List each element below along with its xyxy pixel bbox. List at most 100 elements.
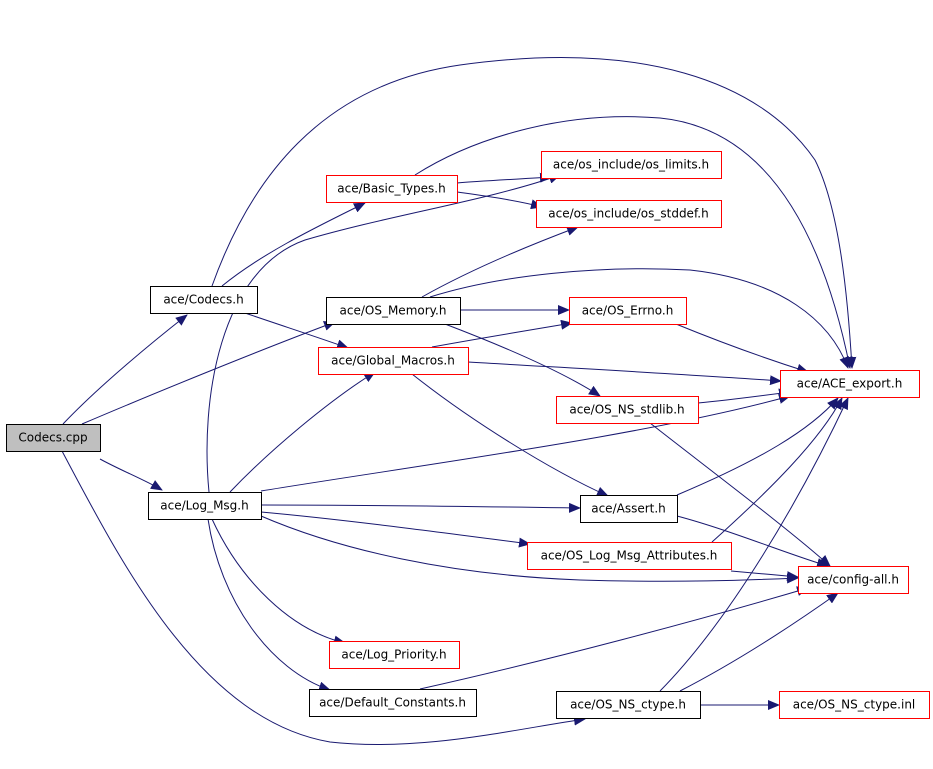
node-box bbox=[329, 641, 460, 669]
node-global-macros-h[interactable]: ace/Global_Macros.h bbox=[318, 347, 469, 375]
edge-codecs-h-to-global-macros-h bbox=[244, 312, 349, 350]
node-label: ace/os_include/os_stddef.h bbox=[548, 207, 708, 221]
edge-line bbox=[61, 450, 586, 746]
node-layer: Codecs.cpp ace/Codecs.h ace/Log_Msg.h ace/B… bbox=[6, 151, 930, 719]
edge-basic-types-h-to-ace-export-h bbox=[414, 116, 853, 369]
edge-codecs-cpp-to-os-memory-h bbox=[81, 321, 336, 425]
node-label: ace/Default_Constants.h bbox=[319, 696, 466, 710]
edge-assert-h-to-ace-export-h bbox=[676, 397, 839, 496]
node-codecs-h[interactable]: ace/Codecs.h bbox=[150, 286, 258, 314]
node-box bbox=[326, 175, 458, 203]
node-assert-h[interactable]: ace/Assert.h bbox=[580, 495, 678, 523]
node-label: ace/OS_Errno.h bbox=[582, 304, 674, 318]
node-label: ace/OS_NS_stdlib.h bbox=[569, 403, 684, 417]
edge-line bbox=[429, 268, 849, 369]
edge-line bbox=[431, 319, 573, 348]
node-label: ace/OS_Memory.h bbox=[340, 304, 447, 318]
edge-line bbox=[419, 586, 809, 690]
node-box bbox=[527, 542, 732, 570]
edge-line bbox=[675, 323, 809, 374]
edge-os-log-msg-attr-h-to-ace-export-h bbox=[711, 397, 843, 543]
node-label: ace/Codecs.h bbox=[163, 293, 243, 307]
edge-codecs-cpp-to-os-ns-ctype-h bbox=[61, 450, 586, 746]
edge-line bbox=[730, 570, 799, 582]
node-box bbox=[326, 297, 461, 325]
edge-line bbox=[211, 57, 857, 369]
edge-line bbox=[221, 202, 366, 287]
node-label: ace/os_include/os_limits.h bbox=[553, 158, 709, 172]
edge-codecs-h-to-ace-export-h bbox=[211, 57, 857, 369]
node-label: ace/ACE_export.h bbox=[797, 377, 903, 391]
node-box bbox=[580, 495, 678, 523]
edge-line bbox=[444, 323, 601, 397]
edge-os-log-msg-attr-h-to-config-all-h bbox=[730, 570, 799, 582]
node-os-errno-h[interactable]: ace/OS_Errno.h bbox=[569, 297, 687, 325]
node-box bbox=[536, 200, 722, 228]
node-label: ace/Assert.h bbox=[591, 502, 666, 516]
edge-line bbox=[649, 422, 831, 567]
node-box bbox=[541, 151, 722, 179]
node-log-priority-h[interactable]: ace/Log_Priority.h bbox=[329, 641, 460, 669]
edge-log-msg-h-to-config-all-h bbox=[260, 515, 799, 584]
node-os-log-msg-attr-h[interactable]: ace/OS_Log_Msg_Attributes.h bbox=[527, 542, 732, 570]
node-os-ns-ctype-inl[interactable]: ace/OS_NS_ctype.inl bbox=[779, 691, 930, 719]
node-box bbox=[798, 566, 909, 594]
edge-log-msg-h-to-os-limits-h bbox=[206, 173, 561, 493]
node-log-msg-h[interactable]: ace/Log_Msg.h bbox=[148, 492, 262, 520]
node-label: Codecs.cpp bbox=[18, 431, 87, 445]
edge-line bbox=[260, 394, 791, 492]
edge-codecs-cpp-to-codecs-h bbox=[62, 314, 188, 425]
node-label: ace/config-all.h bbox=[807, 573, 899, 587]
edge-os-ns-stdlib-h-to-ace-export-h bbox=[697, 388, 791, 404]
node-ace-export-h[interactable]: ace/ACE_export.h bbox=[780, 370, 920, 398]
node-basic-types-h[interactable]: ace/Basic_Types.h bbox=[326, 175, 458, 203]
edge-os-memory-h-to-os-ns-stdlib-h bbox=[444, 323, 601, 397]
node-box bbox=[780, 370, 920, 398]
node-default-constants-h[interactable]: ace/Default_Constants.h bbox=[309, 689, 477, 717]
node-label: ace/OS_Log_Msg_Attributes.h bbox=[541, 549, 718, 563]
edge-line bbox=[99, 458, 163, 491]
edge-codecs-cpp-to-log-msg-h bbox=[99, 458, 163, 491]
edge-global-macros-h-to-ace-export-h bbox=[467, 361, 782, 386]
edge-line bbox=[81, 321, 336, 425]
edge-line bbox=[659, 397, 849, 692]
edge-os-ns-stdlib-h-to-config-all-h bbox=[649, 422, 831, 567]
edge-line bbox=[676, 397, 839, 496]
node-box bbox=[779, 691, 930, 719]
edge-line bbox=[229, 371, 376, 493]
edge-line bbox=[207, 518, 331, 692]
node-os-ns-ctype-h[interactable]: ace/OS_NS_ctype.h bbox=[556, 691, 701, 719]
edge-line bbox=[260, 511, 531, 548]
edge-os-errno-h-to-ace-export-h bbox=[675, 323, 809, 374]
node-os-stddef-h[interactable]: ace/os_include/os_stddef.h bbox=[536, 200, 722, 228]
edge-line bbox=[62, 314, 188, 425]
node-label: ace/Log_Msg.h bbox=[160, 499, 248, 513]
edge-log-msg-h-to-global-macros-h bbox=[229, 371, 376, 493]
edge-line bbox=[211, 518, 346, 646]
node-config-all-h[interactable]: ace/config-all.h bbox=[798, 566, 909, 594]
edge-os-memory-h-to-os-stddef-h bbox=[421, 226, 579, 298]
edge-line bbox=[676, 515, 829, 568]
edge-codecs-h-to-basic-types-h bbox=[221, 202, 366, 287]
edge-line bbox=[456, 191, 543, 210]
node-box bbox=[556, 691, 701, 719]
edge-line bbox=[414, 116, 853, 369]
edge-line bbox=[421, 226, 579, 298]
edge-default-constants-h-to-config-all-h bbox=[419, 586, 809, 690]
node-box bbox=[150, 286, 258, 314]
edge-line bbox=[244, 312, 349, 350]
edge-line bbox=[260, 502, 581, 513]
node-os-ns-stdlib-h[interactable]: ace/OS_NS_stdlib.h bbox=[556, 396, 699, 424]
node-box bbox=[309, 689, 477, 717]
node-os-limits-h[interactable]: ace/os_include/os_limits.h bbox=[541, 151, 722, 179]
node-label: ace/OS_NS_ctype.h bbox=[570, 698, 686, 712]
node-box bbox=[148, 492, 262, 520]
node-os-memory-h[interactable]: ace/OS_Memory.h bbox=[326, 297, 461, 325]
edge-os-memory-h-to-ace-export-h bbox=[429, 268, 849, 369]
edge-line bbox=[206, 173, 561, 493]
edge-line bbox=[711, 397, 843, 543]
edge-log-msg-h-to-ace-export-h bbox=[260, 394, 791, 492]
node-codecs-cpp: Codecs.cpp bbox=[6, 424, 101, 452]
edge-line bbox=[697, 388, 791, 404]
